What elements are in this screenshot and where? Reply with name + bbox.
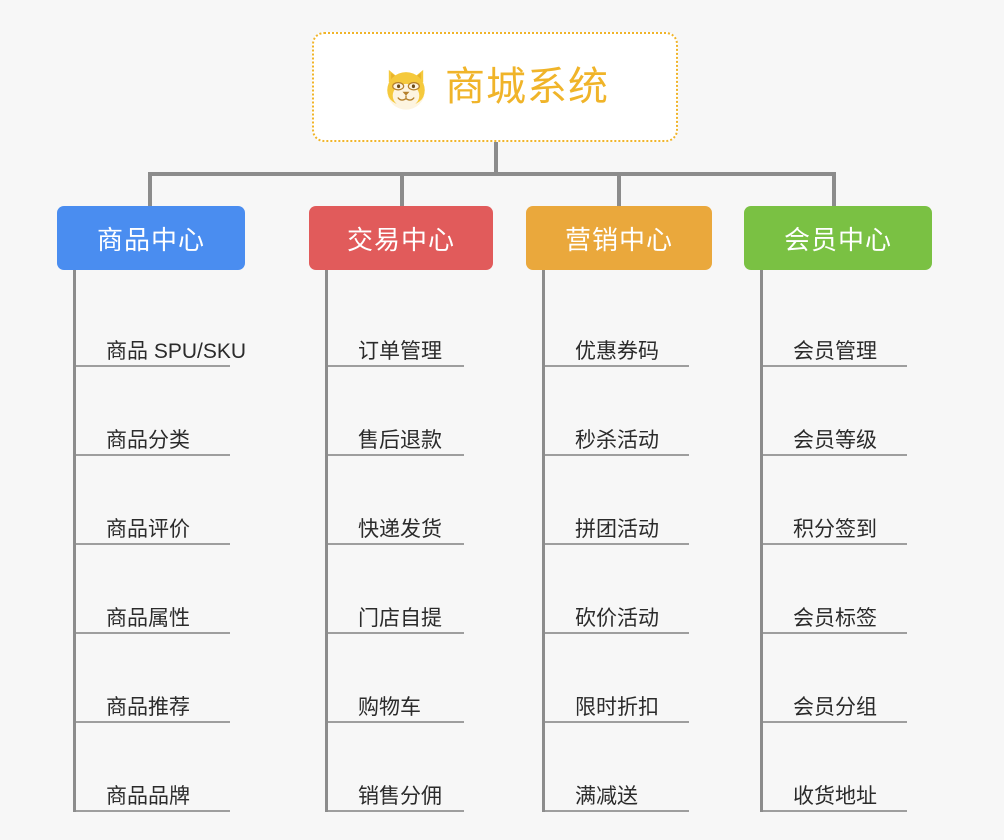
list-item[interactable]: 商品 SPU/SKU [76, 278, 247, 367]
sub-item-label: 售后退款 [358, 428, 442, 452]
sub-item-label: 拼团活动 [575, 517, 659, 541]
connector-drop-branch-3 [617, 172, 621, 206]
branch-column-product-center: 商品中心 商品 SPU/SKU 商品分类 商品评价 商品属性 商品推荐 商品品牌 [57, 206, 247, 812]
sub-item-label: 商品品牌 [106, 784, 190, 808]
sub-item-label: 会员分组 [793, 695, 877, 719]
sub-item-label: 购物车 [358, 695, 421, 719]
sub-item-label: 商品 SPU/SKU [106, 339, 247, 363]
sub-item-label: 销售分佣 [358, 784, 442, 808]
branch-column-member-center: 会员中心 会员管理 会员等级 积分签到 会员标签 会员分组 收货地址 [744, 206, 932, 812]
list-item[interactable]: 商品品牌 [76, 723, 245, 812]
sub-item-label: 商品推荐 [106, 695, 190, 719]
list-item[interactable]: 优惠券码 [545, 278, 712, 367]
list-item[interactable]: 购物车 [328, 634, 493, 723]
sub-item-label: 限时折扣 [575, 695, 659, 719]
connector-root-stem [494, 142, 498, 174]
sub-item-label: 门店自提 [358, 606, 442, 630]
sub-item-label: 优惠券码 [575, 339, 659, 363]
branch-header-label: 商品中心 [96, 224, 205, 255]
branch-header-member-center[interactable]: 会员中心 [744, 206, 932, 270]
sub-item-label: 快递发货 [358, 517, 442, 541]
branch-subtree: 订单管理 售后退款 快递发货 门店自提 购物车 销售分佣 [325, 270, 493, 812]
branch-header-label: 会员中心 [783, 224, 892, 255]
branch-header-marketing-center[interactable]: 营销中心 [526, 206, 712, 270]
list-item[interactable]: 会员标签 [763, 545, 932, 634]
sub-item-label: 秒杀活动 [575, 428, 659, 452]
branch-subtree: 优惠券码 秒杀活动 拼团活动 砍价活动 限时折扣 满减送 [542, 270, 712, 812]
list-item[interactable]: 商品评价 [76, 456, 245, 545]
sub-item-label: 订单管理 [358, 339, 442, 363]
list-item[interactable]: 销售分佣 [328, 723, 493, 812]
list-item[interactable]: 订单管理 [328, 278, 493, 367]
list-item[interactable]: 商品分类 [76, 367, 245, 456]
sub-item-label: 会员标签 [793, 606, 877, 630]
list-item[interactable]: 秒杀活动 [545, 367, 712, 456]
shiba-dog-face-icon [387, 69, 425, 110]
branch-subtree: 会员管理 会员等级 积分签到 会员标签 会员分组 收货地址 [760, 270, 932, 812]
list-item[interactable]: 快递发货 [328, 456, 493, 545]
connector-horizontal-bus [148, 172, 836, 176]
list-item[interactable]: 售后退款 [328, 367, 493, 456]
branch-column-transaction-center: 交易中心 订单管理 售后退款 快递发货 门店自提 购物车 销售分佣 [309, 206, 493, 812]
sub-item-label: 收货地址 [793, 784, 877, 808]
branch-header-transaction-center[interactable]: 交易中心 [309, 206, 493, 270]
sub-item-label: 商品评价 [106, 517, 190, 541]
sub-item-label: 商品属性 [106, 606, 190, 630]
list-item[interactable]: 限时折扣 [545, 634, 712, 723]
list-item[interactable]: 积分签到 [763, 456, 932, 545]
sub-item-label: 会员等级 [793, 428, 877, 452]
sub-item-label: 满减送 [575, 784, 638, 808]
list-item[interactable]: 会员管理 [763, 278, 932, 367]
list-item[interactable]: 商品属性 [76, 545, 245, 634]
list-item[interactable]: 砍价活动 [545, 545, 712, 634]
connector-drop-branch-4 [832, 172, 836, 206]
sub-item-label: 商品分类 [106, 428, 190, 452]
branch-header-label: 交易中心 [346, 224, 455, 255]
root-node-title: 商城系统 [445, 65, 609, 109]
list-item[interactable]: 会员等级 [763, 367, 932, 456]
branch-subtree: 商品 SPU/SKU 商品分类 商品评价 商品属性 商品推荐 商品品牌 [73, 270, 247, 812]
branch-header-label: 营销中心 [564, 224, 673, 255]
connector-drop-branch-2 [400, 172, 404, 206]
list-item[interactable]: 拼团活动 [545, 456, 712, 545]
sub-item-label: 会员管理 [793, 339, 877, 363]
list-item[interactable]: 会员分组 [763, 634, 932, 723]
sub-item-label: 砍价活动 [575, 606, 659, 630]
sub-item-label: 积分签到 [793, 517, 877, 541]
list-item[interactable]: 满减送 [545, 723, 712, 812]
branch-column-marketing-center: 营销中心 优惠券码 秒杀活动 拼团活动 砍价活动 限时折扣 满减送 [526, 206, 712, 812]
connector-drop-branch-1 [148, 172, 152, 206]
list-item[interactable]: 收货地址 [763, 723, 932, 812]
root-node-shopping-mall-system[interactable]: 商城系统 [312, 32, 678, 142]
list-item[interactable]: 商品推荐 [76, 634, 245, 723]
branch-header-product-center[interactable]: 商品中心 [57, 206, 245, 270]
list-item[interactable]: 门店自提 [328, 545, 493, 634]
